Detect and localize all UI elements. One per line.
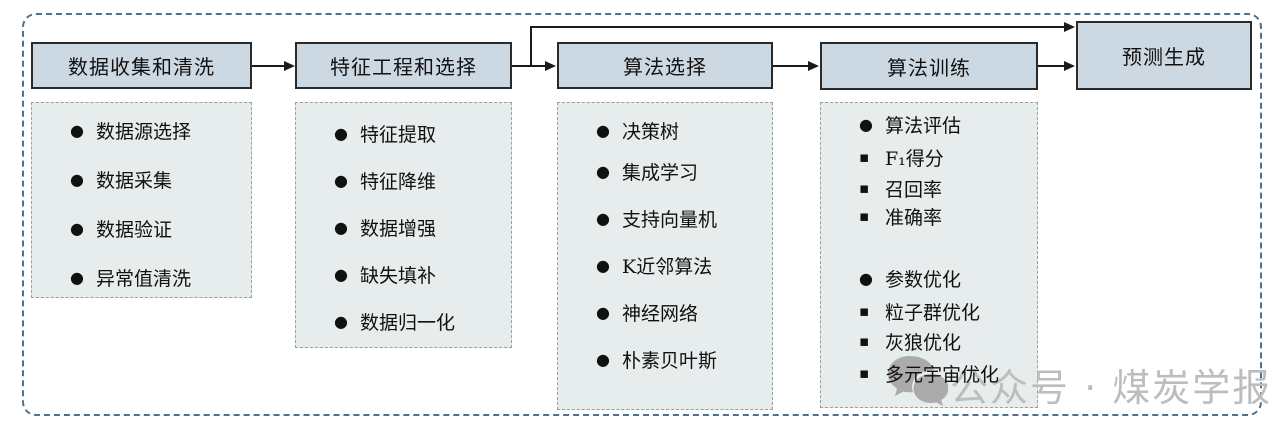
bullet-square-icon: ▪: [859, 179, 870, 197]
flow-arrowhead-1-2-icon: [284, 61, 295, 71]
list-item-label: 朴素贝叶斯: [622, 349, 718, 372]
flow-arrow-line-4-5: [1038, 65, 1065, 67]
stage-list-feature-engineering: ● 特征提取 ● 特征降维 ● 数据增强 ● 缺失填补 ● 数据归一化: [295, 102, 512, 348]
flow-arrow-line-2-3: [512, 65, 545, 67]
bullet-dot-icon: ●: [596, 302, 610, 322]
bullet-dot-icon: ●: [334, 170, 348, 190]
list-item: ● 特征提取: [296, 120, 511, 146]
list-item-label: 数据归一化: [360, 311, 456, 334]
list-item-label: 异常值清洗: [96, 267, 192, 290]
stage-title: 算法训练: [887, 55, 971, 80]
bullet-square-icon: ▪: [859, 302, 870, 320]
list-item: ● 集成学习: [558, 158, 772, 184]
bypass-line-vertical: [530, 27, 532, 67]
list-item-label: 灰狼优化: [885, 331, 962, 354]
flow-arrow-line-3-4: [773, 65, 808, 67]
list-item-label: 准确率: [885, 206, 943, 229]
list-item-label: 数据验证: [96, 218, 173, 241]
list-item: ▪ 准确率: [821, 203, 1037, 229]
list-item-label: F₁得分: [885, 147, 944, 170]
list-item: ● 特征降维: [296, 167, 511, 193]
bullet-square-icon: ▪: [859, 207, 870, 225]
list-item: ● 算法评估: [821, 111, 1037, 137]
watermark: 公众号 · 煤炭学报: [884, 350, 1272, 419]
wechat-icon: [884, 350, 949, 419]
bullet-dot-icon: ●: [859, 114, 873, 134]
bullet-square-icon: ▪: [859, 332, 870, 350]
list-item-label: 支持向量机: [622, 208, 718, 231]
stage-list-algorithm-training: ● 算法评估 ▪ F₁得分 ▪ 召回率 ▪ 准确率 ● 参数优化 ▪ 粒子群优化…: [820, 102, 1038, 408]
list-item: ● 数据增强: [296, 214, 511, 240]
flow-arrowhead-3-4-icon: [808, 61, 819, 71]
list-item-label: 粒子群优化: [885, 301, 981, 324]
stage-box-feature-engineering: 特征工程和选择: [295, 42, 512, 89]
bullet-dot-icon: ●: [334, 311, 348, 331]
list-item: ▪ 灰狼优化: [821, 328, 1037, 354]
bullet-dot-icon: ●: [334, 264, 348, 284]
flow-arrowhead-2-3-icon: [545, 61, 556, 71]
list-item-label: 集成学习: [622, 161, 699, 184]
stage-box-algorithm-training: 算法训练: [820, 42, 1038, 90]
bullet-dot-icon: ●: [596, 208, 610, 228]
list-item-label: 算法评估: [885, 114, 962, 137]
list-item-label: 参数优化: [885, 268, 962, 291]
list-item-label: 多元宇宙优化: [885, 363, 1000, 386]
list-item: ▪ 多元宇宙优化: [821, 360, 1037, 386]
list-item: ▪ 粒子群优化: [821, 298, 1037, 324]
list-item-label: 神经网络: [622, 302, 699, 325]
bypass-arrowhead-icon: [1064, 22, 1075, 32]
list-item-label: 数据增强: [360, 217, 437, 240]
list-item: ● 朴素贝叶斯: [558, 346, 772, 372]
list-item: ● 数据归一化: [296, 308, 511, 334]
list-item: ▪ F₁得分: [821, 144, 1037, 170]
list-item: ● 参数优化: [821, 265, 1037, 291]
flow-arrow-line-1-2: [252, 65, 284, 67]
stage-title: 数据收集和清洗: [68, 55, 215, 79]
bullet-dot-icon: ●: [859, 268, 873, 288]
list-item-label: 特征降维: [360, 170, 437, 193]
bullet-dot-icon: ●: [596, 161, 610, 181]
stage-box-algorithm-selection: 算法选择: [557, 42, 773, 89]
bullet-dot-icon: ●: [596, 120, 610, 140]
stage-list-algorithm-selection: ● 决策树 ● 集成学习 ● 支持向量机 ● K近邻算法 ● 神经网络 ● 朴素…: [557, 102, 773, 410]
stage-list-data-collection: ● 数据源选择 ● 数据采集 ● 数据验证 ● 异常值清洗: [31, 102, 252, 298]
bullet-dot-icon: ●: [70, 218, 84, 238]
list-item: ● 数据采集: [32, 166, 251, 192]
outer-dashed-frame: [22, 13, 1262, 416]
list-item-label: K近邻算法: [622, 255, 713, 278]
stage-box-data-collection: 数据收集和清洗: [31, 42, 252, 89]
list-item: ● 异常值清洗: [32, 264, 251, 290]
list-item: ▪ 召回率: [821, 175, 1037, 201]
list-item-label: 特征提取: [360, 123, 437, 146]
list-item-label: 召回率: [885, 178, 943, 201]
list-item: ● 神经网络: [558, 299, 772, 325]
bullet-dot-icon: ●: [596, 349, 610, 369]
list-item: ● 支持向量机: [558, 205, 772, 231]
bullet-square-icon: ▪: [859, 148, 870, 166]
stage-title: 算法选择: [623, 55, 707, 79]
bullet-square-icon: ▪: [859, 364, 870, 382]
list-item: ● 决策树: [558, 117, 772, 143]
list-item-label: 数据采集: [96, 169, 173, 192]
bullet-dot-icon: ●: [70, 267, 84, 287]
stage-box-prediction-generation: 预测生成: [1076, 21, 1252, 90]
list-item: ● K近邻算法: [558, 252, 772, 278]
stage-title: 特征工程和选择: [330, 55, 477, 79]
list-item-label: 数据源选择: [96, 120, 192, 143]
list-item: ● 数据验证: [32, 215, 251, 241]
list-item-label: 缺失填补: [360, 264, 437, 287]
list-item: ● 缺失填补: [296, 261, 511, 287]
list-item-label: 决策树: [622, 120, 680, 143]
bullet-dot-icon: ●: [596, 255, 610, 275]
flow-arrowhead-4-5-icon: [1064, 61, 1075, 71]
stage-title: 预测生成: [1122, 45, 1206, 69]
watermark-text: 公众号 · 煤炭学报: [950, 366, 1273, 410]
bullet-dot-icon: ●: [70, 120, 84, 140]
bullet-dot-icon: ●: [334, 123, 348, 143]
bypass-line-horizontal: [530, 26, 1065, 28]
bullet-dot-icon: ●: [334, 217, 348, 237]
list-item: ● 数据源选择: [32, 117, 251, 143]
bullet-dot-icon: ●: [70, 169, 84, 189]
